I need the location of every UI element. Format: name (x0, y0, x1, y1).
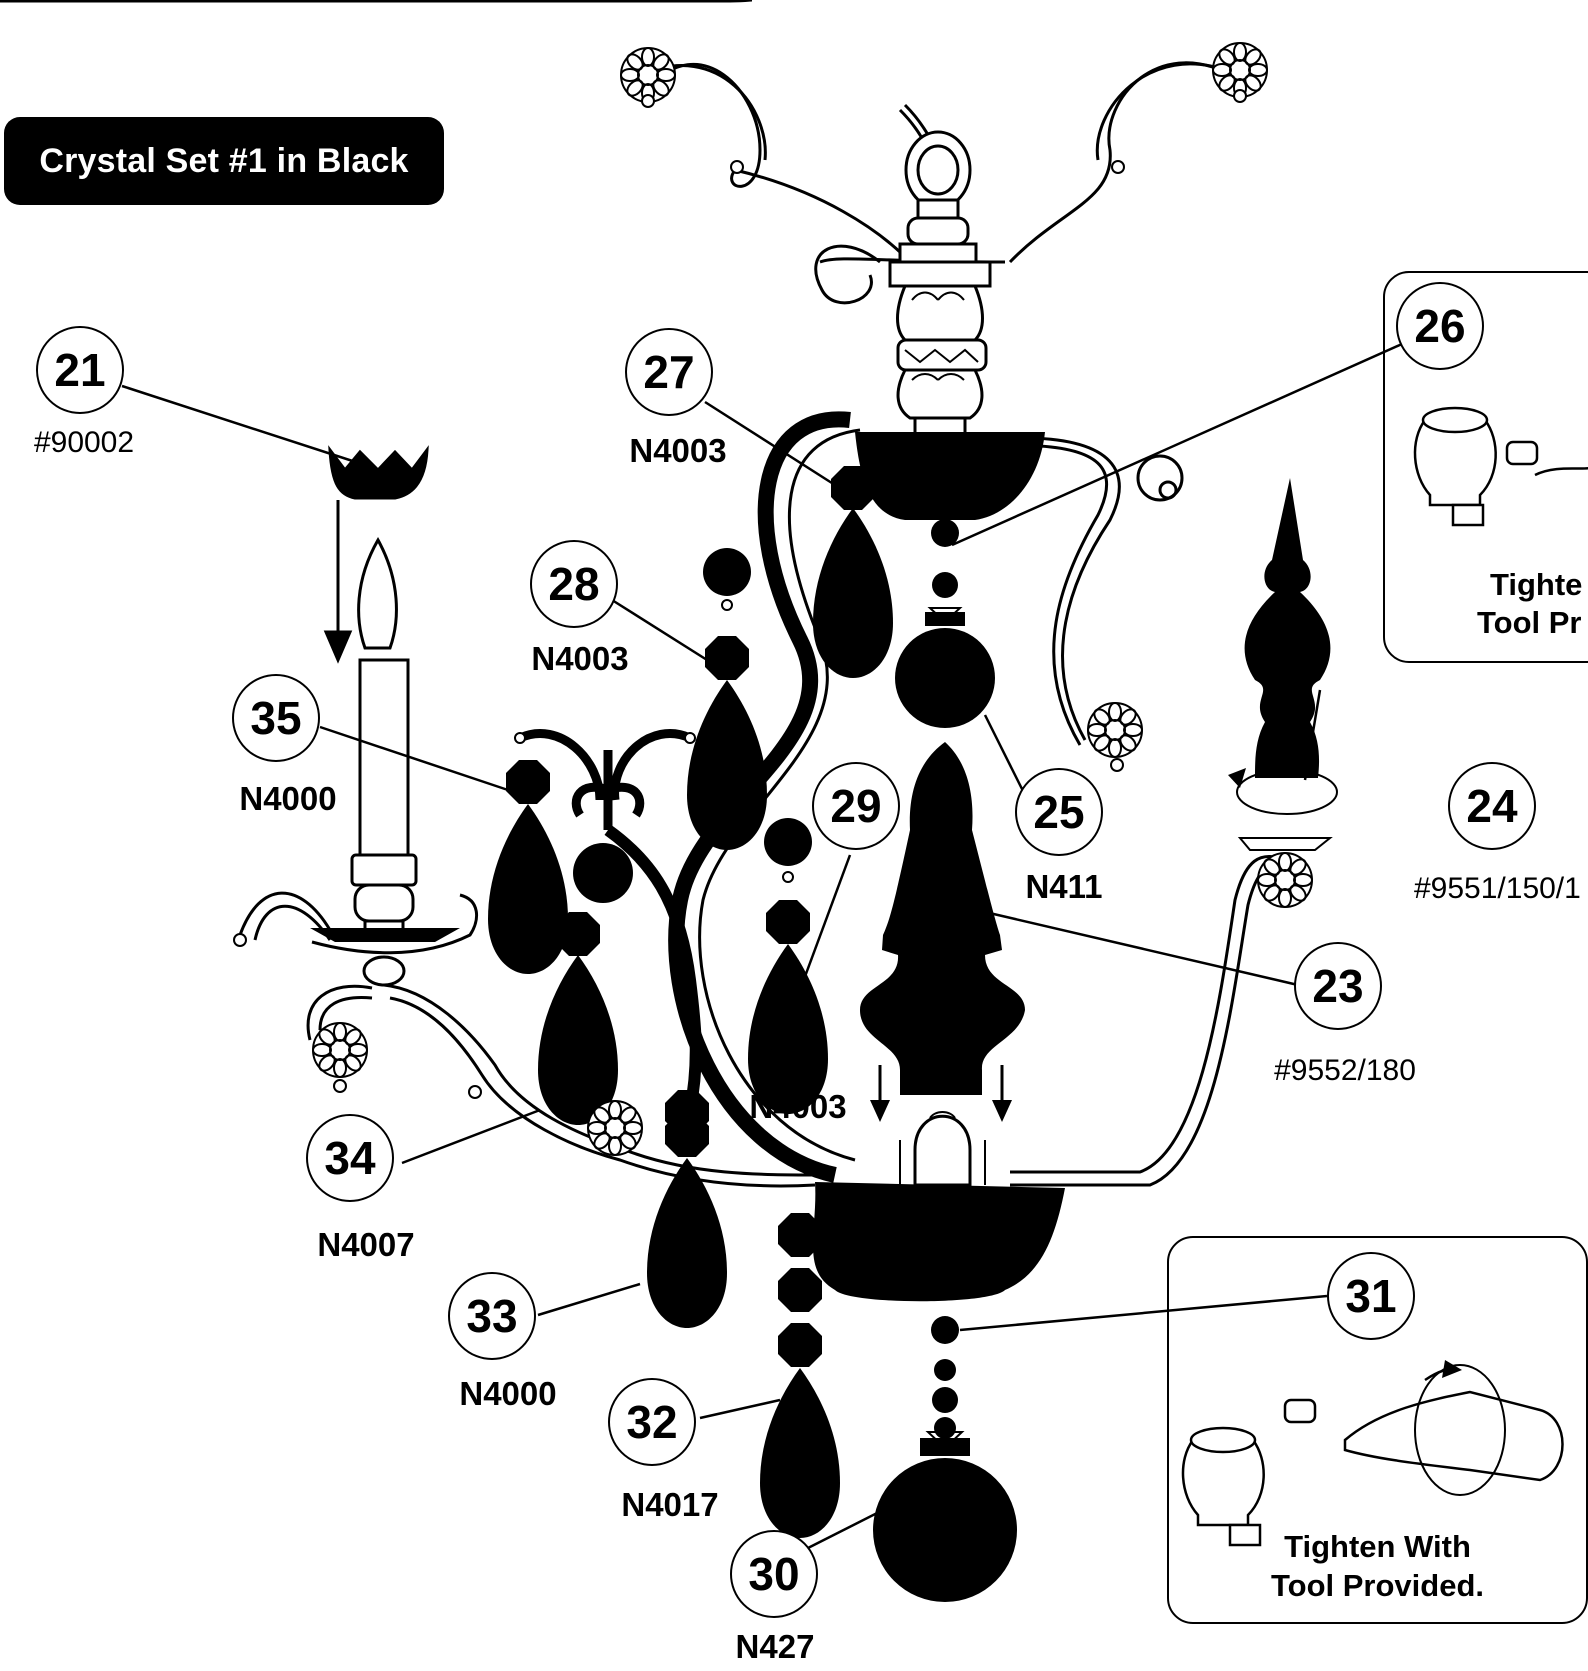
flower-ornament (620, 47, 676, 103)
callout-32: 32 (608, 1378, 696, 1466)
candle-arm (323, 445, 429, 987)
decor-column (888, 260, 992, 442)
callout-29: 29 (812, 762, 900, 850)
canopy-loop (898, 103, 978, 264)
callout-28: 28 (530, 540, 618, 628)
crystal-drops (488, 466, 893, 1538)
flower-ornament (312, 1022, 368, 1078)
left-ornament (518, 729, 702, 1112)
inset-bottom-line1: Tighten With (1284, 1529, 1471, 1564)
tighten-inset-top (1383, 271, 1588, 663)
callout-25: 25 (1015, 768, 1103, 856)
upper-cup (855, 432, 1045, 520)
flower-ornament (1087, 702, 1143, 758)
tighten-inset-bottom (1167, 1236, 1588, 1624)
inset-bottom-line2: Tool Provided. (1271, 1568, 1484, 1603)
part-code-35: N4000 (239, 780, 337, 817)
part-code-23: #9552/180 (1274, 1054, 1416, 1087)
candle-arm-scrolls (238, 891, 821, 1188)
flower-ornament (1212, 42, 1268, 98)
callout-21: 21 (36, 326, 124, 414)
inset-top-line2: Tool Pr (1477, 605, 1582, 640)
finial-24 (1228, 478, 1338, 815)
callout-30: 30 (730, 1530, 818, 1618)
flower-ornament (587, 1100, 643, 1156)
callout-31: 31 (1327, 1252, 1415, 1340)
part-code-24: #9551/150/1 (1414, 872, 1581, 905)
part-code-29: N4003 (749, 1088, 847, 1125)
flower-ornament (1257, 852, 1313, 908)
part-code-30: N427 (735, 1628, 815, 1665)
diagram-title: Crystal Set #1 in Black (4, 117, 444, 205)
part-code-32: N4017 (621, 1486, 719, 1523)
socket-icon (1181, 406, 1564, 1547)
callout-26: 26 (1396, 282, 1484, 370)
part-code-27: N4003 (629, 432, 727, 469)
callout-34: 34 (306, 1114, 394, 1202)
part-code-28: N4003 (531, 640, 629, 677)
callout-33: 33 (448, 1272, 536, 1360)
inset-top-line1: Tighte (1490, 567, 1583, 602)
lower-cup (812, 1111, 1065, 1302)
part-code-34: N4007 (317, 1226, 415, 1263)
part-code-33: N4000 (459, 1375, 557, 1412)
callout-23: 23 (1294, 942, 1382, 1030)
part-code-21: #90002 (33, 426, 135, 459)
callout-27: 27 (625, 328, 713, 416)
part-code-25: N411 (1025, 868, 1103, 905)
callout-35: 35 (232, 674, 320, 762)
callout-24: 24 (1448, 762, 1536, 850)
finial-23 (860, 742, 1025, 1122)
bottom-chain (873, 1316, 1017, 1602)
upper-chain (895, 519, 995, 728)
